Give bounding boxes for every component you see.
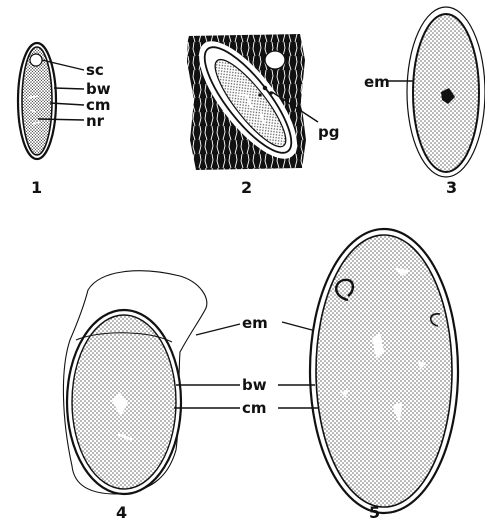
label-bw-fig45: bw [242,376,267,394]
cell-figure-4 [63,271,206,494]
storage-granule-1 [30,54,42,66]
label-pg: pg [318,123,339,141]
leader-nr [38,119,84,120]
cell-figure-3 [407,7,485,177]
leader-bw [54,88,84,89]
label-sc: sc [86,61,104,79]
label-em-fig45: em [242,314,268,332]
cell-figure-5 [310,229,458,513]
label-cm-fig45: cm [242,399,267,417]
figure-number-2: 2 [241,178,252,197]
label-nr: nr [86,112,105,130]
figure-number-4: 4 [116,503,127,520]
figure-number-1: 1 [31,178,42,197]
figure-number-3: 3 [446,178,457,197]
cell-figure-2 [185,29,311,170]
storage-granule-2 [265,51,285,69]
leader-em-5 [282,322,312,330]
figure-number-5: 5 [369,503,380,520]
cell-figure-1 [18,43,56,159]
label-em-fig3: em [364,73,390,91]
leader-em-4 [196,324,240,335]
